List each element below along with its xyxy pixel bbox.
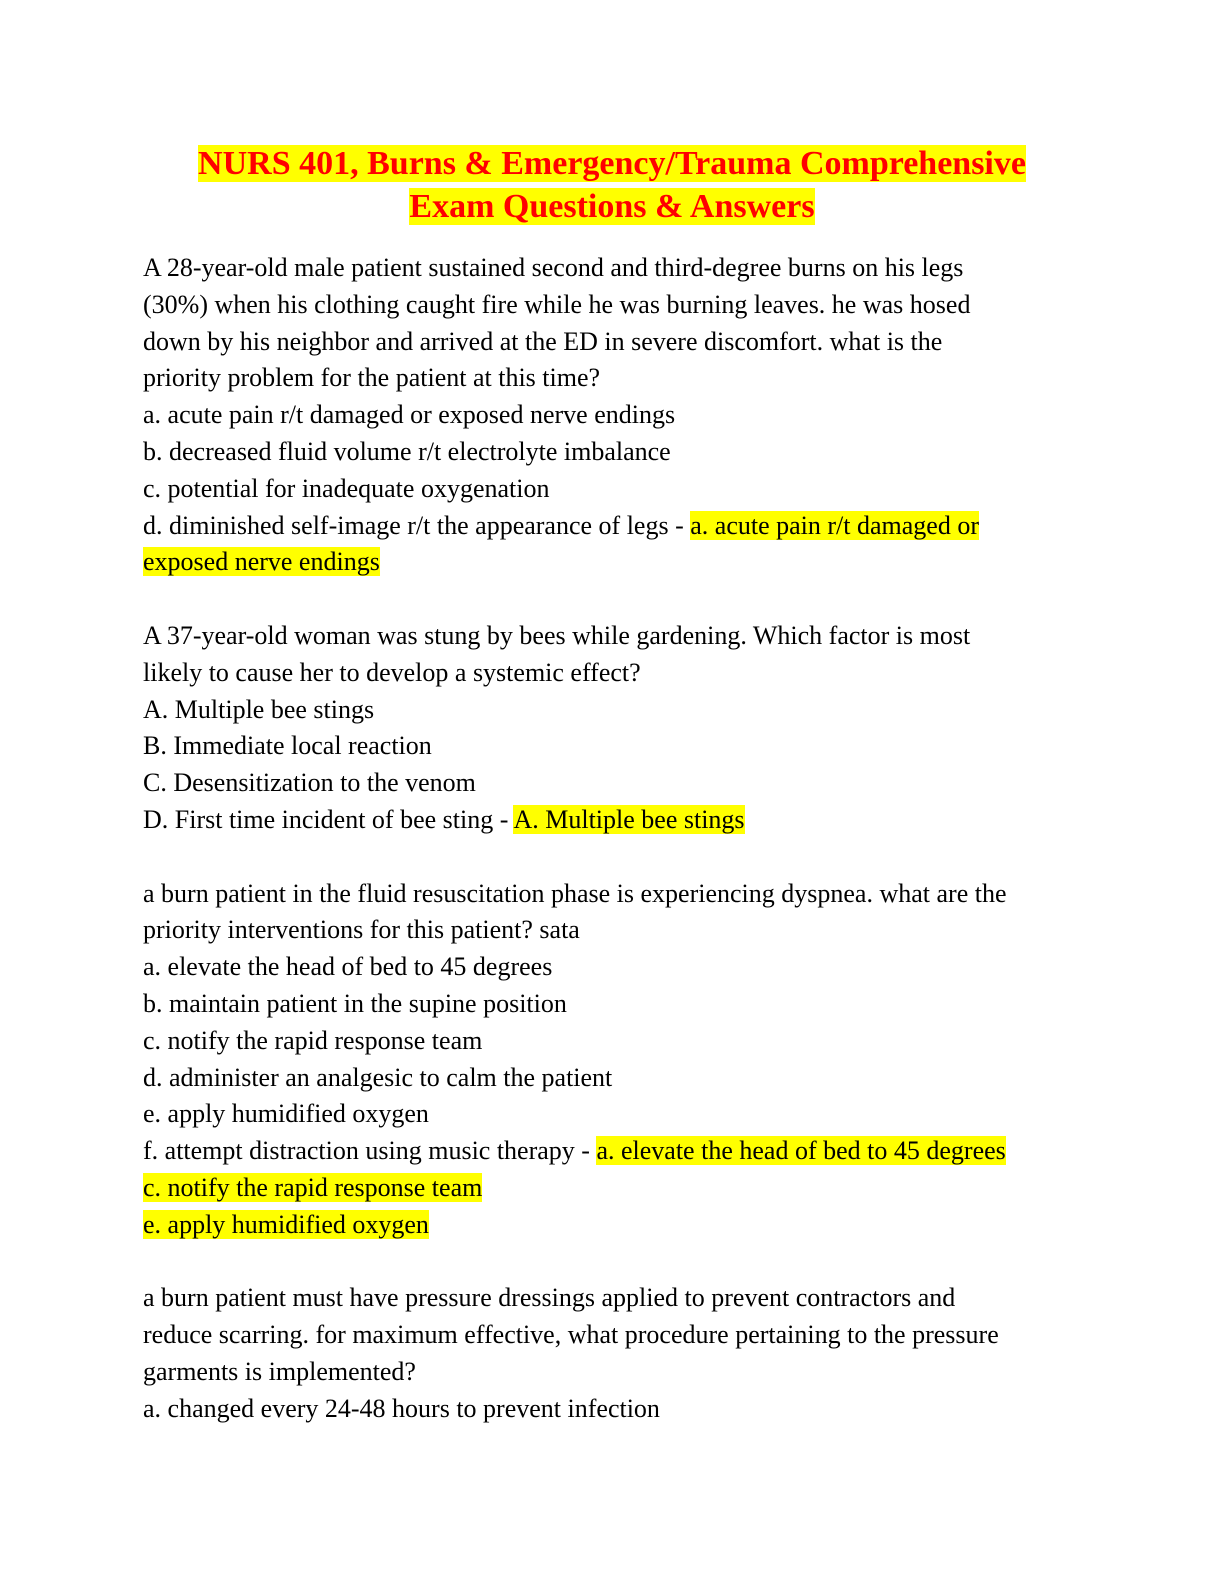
question-stem-line: a burn patient in the fluid resuscitatio… (143, 878, 1007, 908)
question-stem-line: a burn patient must have pressure dressi… (143, 1283, 956, 1313)
correct-answer: a. acute pain r/t damaged or (690, 510, 980, 540)
answer-option-with-key: D. First time incident of bee sting - A.… (143, 802, 1083, 839)
answer-option: a. elevate the head of bed to 45 degrees (143, 952, 553, 982)
correct-answer-continued: exposed nerve endings (143, 544, 1083, 581)
answer-option: b. maintain patient in the supine positi… (143, 988, 567, 1018)
answer-option: a. changed every 24-48 hours to prevent … (143, 1393, 660, 1423)
question-stem-line: priority problem for the patient at this… (143, 363, 601, 393)
question-stem-line: (30%) when his clothing caught fire whil… (143, 289, 971, 319)
answer-option: e. apply humidified oxygen (143, 1099, 429, 1129)
correct-answer: A. Multiple bee stings (513, 804, 745, 834)
correct-answer: c. notify the rapid response team (143, 1172, 483, 1202)
document-body: A 28-year-old male patient sustained sec… (143, 250, 1083, 1464)
answer-option: a. acute pain r/t damaged or exposed ner… (143, 400, 676, 430)
correct-answer: e. apply humidified oxygen (143, 1209, 429, 1239)
answer-option: d. diminished self-image r/t the appeara… (143, 510, 691, 540)
answer-option: A. Multiple bee stings (143, 694, 375, 724)
question-2: A 37-year-old woman was stung by bees wh… (143, 618, 1083, 839)
question-stem-line: likely to cause her to develop a systemi… (143, 657, 641, 687)
question-3: a burn patient in the fluid resuscitatio… (143, 876, 1083, 1244)
correct-answer-line: c. notify the rapid response team (143, 1170, 1083, 1207)
answer-option: b. decreased fluid volume r/t electrolyt… (143, 436, 671, 466)
question-stem-line: A 28-year-old male patient sustained sec… (143, 253, 964, 282)
correct-answer-line: e. apply humidified oxygen (143, 1207, 1083, 1244)
answer-option-with-key: f. attempt distraction using music thera… (143, 1133, 1083, 1170)
question-stem-line: down by his neighbor and arrived at the … (143, 326, 943, 356)
title-line-1: NURS 401, Burns & Emergency/Trauma Compr… (198, 145, 1026, 182)
question-stem-line: reduce scarring. for maximum effective, … (143, 1320, 999, 1350)
question-1: A 28-year-old male patient sustained sec… (143, 250, 1083, 581)
title-line-2: Exam Questions & Answers (409, 188, 815, 225)
question-stem-line: A 37-year-old woman was stung by bees wh… (143, 620, 971, 650)
question-stem-line: priority interventions for this patient?… (143, 915, 580, 945)
correct-answer: exposed nerve endings (143, 547, 380, 577)
answer-option: B. Immediate local reaction (143, 731, 432, 761)
answer-option-with-key: d. diminished self-image r/t the appeara… (143, 508, 1083, 545)
question-4: a burn patient must have pressure dressi… (143, 1280, 1083, 1427)
answer-option: c. potential for inadequate oxygenation (143, 473, 550, 503)
correct-answer: a. elevate the head of bed to 45 degrees (596, 1136, 1006, 1166)
answer-option: C. Desensitization to the venom (143, 768, 476, 798)
question-stem-line: garments is implemented? (143, 1356, 416, 1386)
answer-option: f. attempt distraction using music thera… (143, 1136, 597, 1166)
document-title: NURS 401, Burns & Emergency/Trauma Compr… (100, 142, 1124, 228)
answer-option: D. First time incident of bee sting - (143, 804, 514, 834)
answer-option: d. administer an analgesic to calm the p… (143, 1062, 613, 1092)
answer-option: c. notify the rapid response team (143, 1025, 483, 1055)
